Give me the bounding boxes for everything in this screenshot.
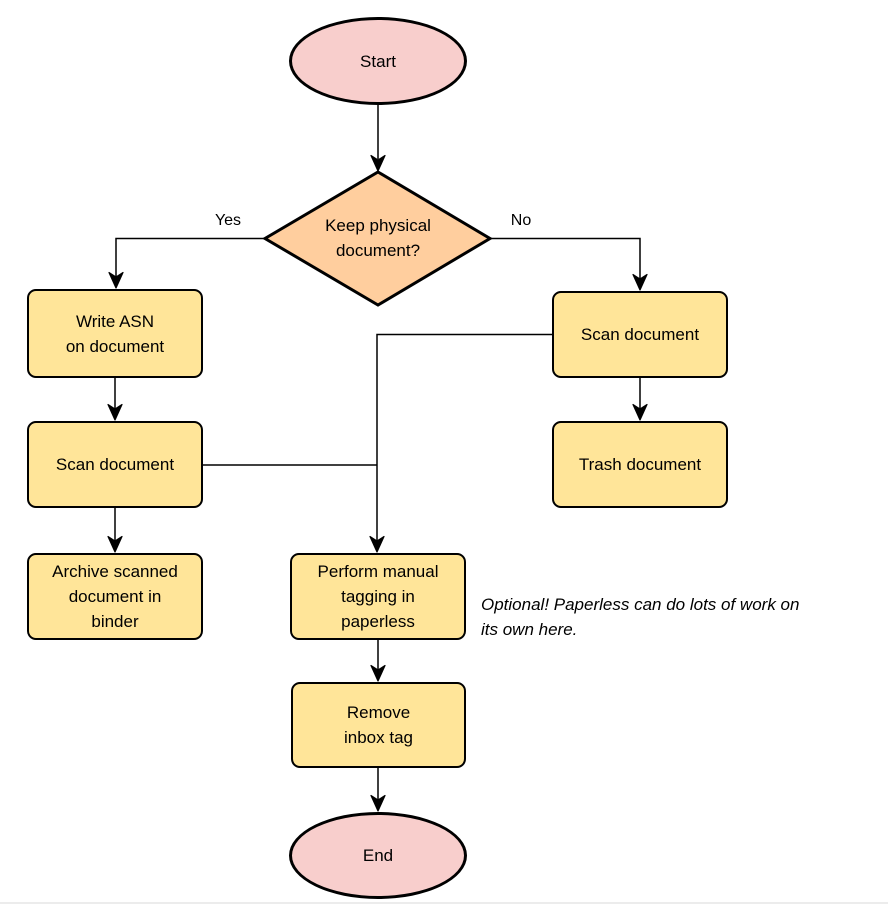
edge-decision-no-to-scan-right — [490, 237, 648, 291]
bottom-divider — [0, 902, 888, 904]
node-label-line: document? — [335, 241, 421, 260]
node-archive-scanned-document: Archive scanned document in binder — [27, 553, 203, 640]
annotation-line: its own here. — [481, 620, 578, 639]
arrowhead-down-icon — [632, 273, 648, 291]
edge-write-asn-to-scan-left — [107, 378, 123, 421]
node-label-line: Remove — [346, 703, 411, 722]
arrowhead-down-icon — [369, 535, 385, 553]
edge-start-to-decision — [370, 105, 386, 172]
node-label: Scan document — [580, 325, 700, 344]
node-remove-inbox-tag: Remove inbox tag — [291, 682, 466, 768]
edge-scan-left-to-archive — [107, 508, 123, 553]
node-label: End — [362, 846, 394, 865]
node-scan-document-left: Scan document — [27, 421, 203, 508]
node-decision-label: Keep physical document? — [278, 213, 478, 263]
node-label-line: inbox tag — [344, 728, 413, 747]
node-label-line: on document — [65, 336, 165, 356]
edge-decision-yes-to-write-asn — [108, 237, 265, 289]
node-label-line: Keep physical — [325, 216, 431, 235]
node-label: Trash document — [578, 455, 702, 474]
node-write-asn-on-document: Write ASN on document — [27, 289, 203, 378]
node-label-line: Archive scanned — [52, 562, 178, 581]
annotation-line: Optional! Paperless can do lots of work … — [481, 595, 800, 614]
edge-remove-to-end — [370, 768, 386, 812]
edge-scans-to-manual-tagging — [203, 333, 552, 553]
node-perform-manual-tagging: Perform manual tagging in paperless — [290, 553, 466, 640]
node-label-line: document in — [68, 587, 162, 606]
arrowhead-down-icon — [107, 535, 123, 553]
annotation-optional-note: Optional! Paperless can do lots of work … — [481, 592, 885, 642]
arrowhead-down-icon — [370, 154, 386, 172]
edge-label-yes: Yes — [214, 212, 242, 229]
arrowhead-down-icon — [632, 403, 648, 421]
edge-tagging-to-remove — [370, 640, 386, 682]
node-label: Start — [360, 51, 396, 71]
node-label-line: Write ASN — [75, 311, 155, 331]
node-label-line: tagging in — [341, 587, 415, 606]
node-label: Scan document — [55, 455, 175, 474]
node-start: Start — [289, 17, 467, 105]
node-label-line: paperless — [341, 612, 415, 631]
edge-label-no: No — [510, 212, 532, 229]
node-label-line: binder — [91, 612, 139, 631]
edge-scan-right-to-trash — [632, 378, 648, 421]
node-trash-document: Trash document — [552, 421, 728, 508]
decision-node-shape — [262, 170, 493, 307]
arrowhead-down-icon — [370, 794, 386, 812]
arrowhead-down-icon — [108, 271, 124, 289]
node-label-line: Perform manual — [317, 562, 439, 581]
arrowhead-down-icon — [107, 403, 123, 421]
node-end: End — [289, 812, 467, 899]
node-scan-document-right: Scan document — [552, 291, 728, 378]
arrowhead-down-icon — [370, 664, 386, 682]
